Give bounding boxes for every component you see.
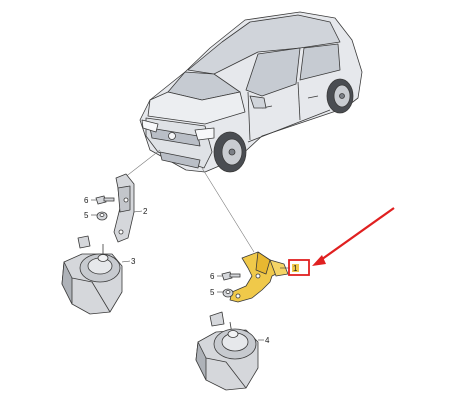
bolt-upper — [95, 195, 115, 205]
bracket-lower — [229, 251, 289, 303]
callout-nut-upper: 5 — [84, 211, 89, 220]
bracket-upper — [113, 173, 135, 243]
horn-upper — [61, 235, 123, 315]
nut-lower — [222, 288, 234, 298]
callout-horn-lower: 4 — [265, 336, 270, 345]
car-leader-lines — [123, 149, 255, 253]
car-illustration — [139, 11, 363, 173]
callout-bracket-upper: 2 — [143, 207, 148, 216]
callout-bracket-lower: 1 — [293, 264, 298, 273]
callout-bolt-upper: 6 — [84, 196, 89, 205]
callout-bolt-lower: 6 — [210, 272, 215, 281]
callout-highlight-box — [288, 259, 310, 276]
nut-upper — [96, 211, 108, 221]
bolt-lower — [221, 271, 241, 281]
callout-horn-upper: 3 — [131, 257, 136, 266]
horn-lower — [195, 311, 259, 391]
callout-nut-lower: 5 — [210, 288, 215, 297]
red-arrow-icon — [312, 207, 395, 266]
